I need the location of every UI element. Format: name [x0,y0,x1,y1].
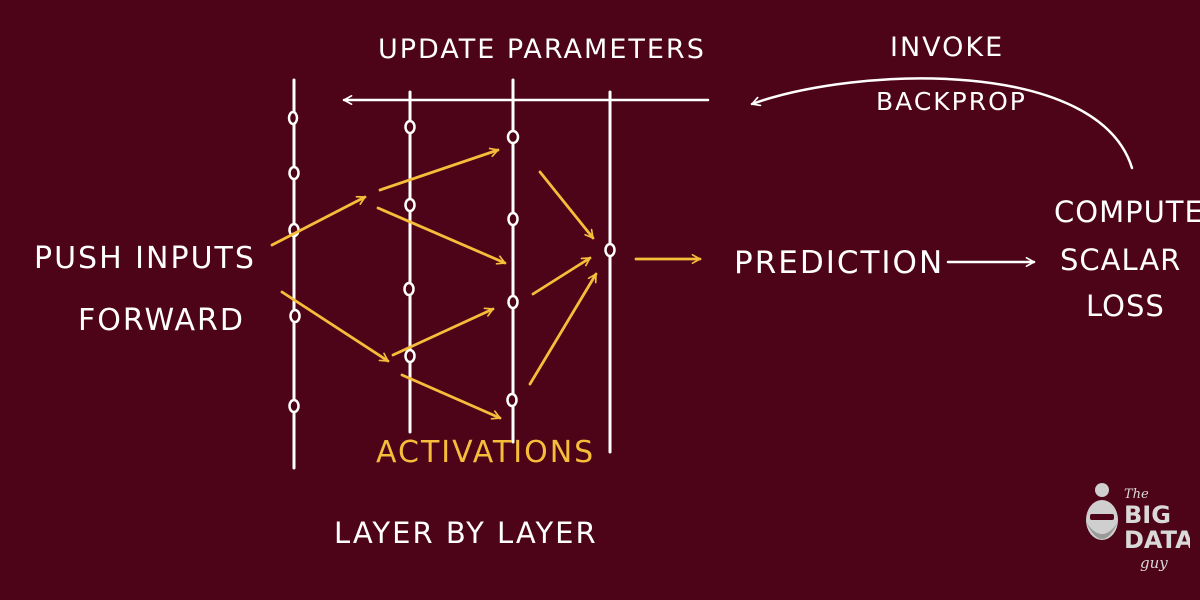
layer-3-node [506,129,520,145]
layer-4-node [604,242,616,258]
activation-arrow [378,147,500,192]
update-parameters-label: UPDATE PARAMETERS [378,34,706,65]
scalar-label: SCALAR [1060,243,1182,277]
layer-2-node [404,197,416,213]
layer-3-node [506,392,518,408]
layer-1-node [288,165,300,181]
layer-by-layer-label: LAYER BY LAYER [334,516,598,550]
backprop-label: BACKPROP [876,87,1027,116]
activation-arrow [280,290,390,363]
logo-text-big: BIG [1124,501,1171,529]
activation-arrow [400,373,502,420]
layer-2-node [404,348,416,364]
logo-text-guy: guy [1140,554,1168,572]
forward-label: FORWARD [78,303,245,338]
logo-beard [1086,522,1118,539]
layer-3-node [507,294,519,310]
activation-arrow [531,256,592,296]
push-inputs-label: PUSH INPUTS [34,241,256,276]
big-data-guy-logo: The BIG DATA guy [1086,483,1190,572]
layer-3-node [507,211,519,227]
logo-glasses [1090,514,1114,520]
layer-1-node [288,398,300,414]
logo-text-the: The [1124,487,1149,502]
activation-arrow [528,272,598,386]
activation-arrow [376,206,507,265]
logo-text-data: DATA [1124,526,1190,554]
layer-2-node [403,281,415,297]
layer-1-node [289,308,301,324]
activation-arrow [270,195,367,247]
invoke-label: INVOKE [890,32,1005,63]
layer-2-node [404,119,416,135]
layer-1-node [287,110,299,126]
logo-hair-bun [1095,483,1109,497]
backprop-arrow [750,77,1134,170]
activation-arrow [538,170,595,240]
loss-label: LOSS [1086,289,1165,323]
prediction-label: PREDICTION [734,245,945,281]
activations-label: ACTIVATIONS [376,435,596,470]
activation-arrow [391,307,495,357]
compute-label: COMPUTE [1054,195,1200,229]
